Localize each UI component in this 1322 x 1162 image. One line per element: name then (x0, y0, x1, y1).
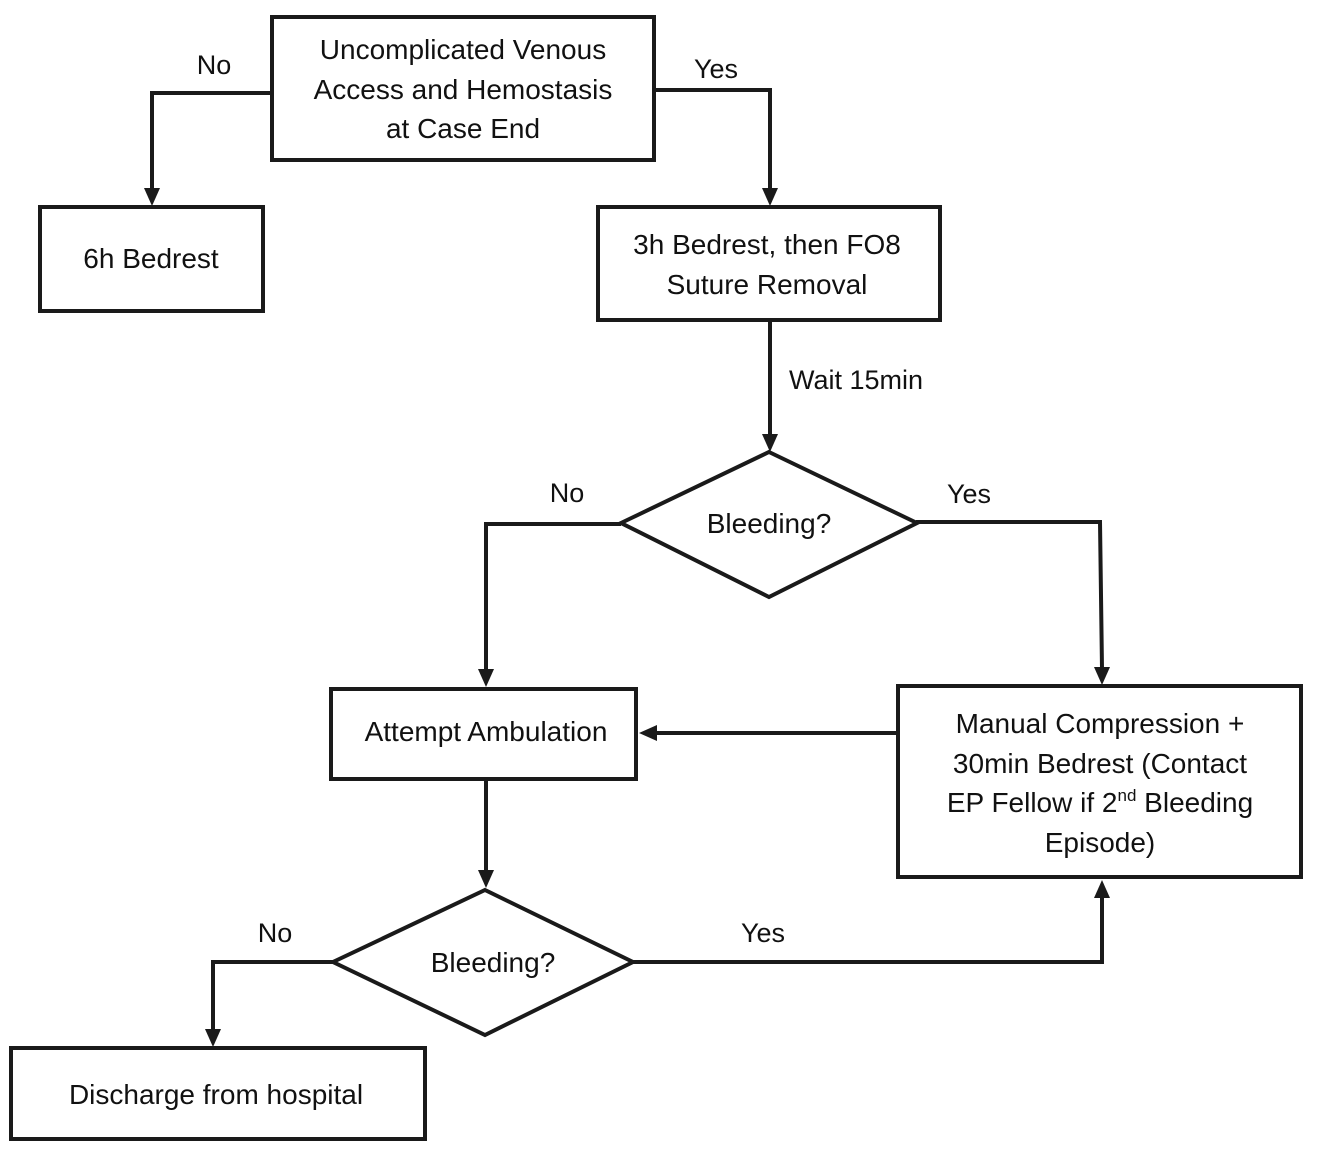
node-start-line-2: Access and Hemostasis (314, 74, 613, 105)
connector-bleeding-1-no-to-ambulation (484, 522, 621, 671)
edge-label-start-no: No (197, 50, 232, 80)
connector-start-to-3h-bedrest (654, 88, 772, 190)
edge-labels: No Yes Wait 15min No Yes No Yes (197, 50, 991, 948)
node-6h-bedrest-label: 6h Bedrest (83, 243, 219, 274)
edge-label-bleeding-2-no: No (258, 918, 293, 948)
edge-label-start-yes: Yes (694, 54, 738, 84)
node-bleeding-1: Bleeding? (616, 449, 922, 600)
node-manual-compression: Manual Compression + 30min Bedrest (Cont… (896, 684, 1303, 879)
line-3-superscript: nd (1117, 786, 1136, 805)
node-bleeding-2-label: Bleeding? (431, 947, 556, 978)
node-attempt-ambulation-label: Attempt Ambulation (365, 716, 608, 747)
connector-bleeding-2-no-to-discharge (211, 960, 333, 1031)
node-manual-compression-line-4: Episode) (1045, 827, 1156, 858)
node-manual-compression-line-1: Manual Compression + (956, 708, 1245, 739)
edge-label-wait: Wait 15min (789, 365, 923, 395)
node-start: Uncomplicated Venous Access and Hemostas… (270, 15, 656, 162)
edge-label-bleeding-1-no: No (550, 478, 585, 508)
arrowhead-6h-bedrest (144, 188, 160, 206)
node-3h-bedrest: 3h Bedrest, then FO8 Suture Removal (596, 205, 942, 322)
connector-bleeding-2-yes-to-compression (633, 896, 1104, 964)
node-6h-bedrest: 6h Bedrest (38, 205, 265, 313)
arrowhead-3h-bedrest (762, 188, 778, 206)
arrowhead-bleeding-1 (762, 434, 778, 452)
node-3h-bedrest-line-1: 3h Bedrest, then FO8 (633, 229, 901, 260)
node-manual-compression-line-2: 30min Bedrest (Contact (953, 748, 1247, 779)
node-discharge-label: Discharge from hospital (69, 1079, 363, 1110)
edge-label-bleeding-1-yes: Yes (947, 479, 991, 509)
node-manual-compression-line-3: EP Fellow if 2nd Bleeding (947, 786, 1253, 818)
arrowhead-compression-bottom (1094, 880, 1110, 898)
node-bleeding-2: Bleeding? (328, 887, 638, 1038)
line-3-before-superscript: EP Fellow if 2 (947, 787, 1118, 818)
arrowhead-ambulation-right (639, 725, 657, 741)
arrowhead-compression-top (1094, 667, 1110, 685)
connector-start-to-6h-bedrest (150, 91, 272, 190)
line-3-after-superscript: Bleeding (1136, 787, 1253, 818)
node-start-line-3: at Case End (386, 113, 540, 144)
connector-bleeding-1-yes-to-compression (916, 520, 1104, 670)
node-discharge: Discharge from hospital (9, 1046, 427, 1141)
edge-label-bleeding-2-yes: Yes (741, 918, 785, 948)
node-start-line-1: Uncomplicated Venous (320, 34, 606, 65)
node-attempt-ambulation: Attempt Ambulation (329, 687, 638, 781)
arrowhead-ambulation-top (478, 669, 494, 687)
arrowhead-discharge (205, 1029, 221, 1047)
arrowhead-bleeding-2 (478, 870, 494, 888)
connectors (144, 88, 1110, 1047)
node-3h-bedrest-line-2: Suture Removal (667, 269, 868, 300)
node-bleeding-1-label: Bleeding? (707, 508, 832, 539)
